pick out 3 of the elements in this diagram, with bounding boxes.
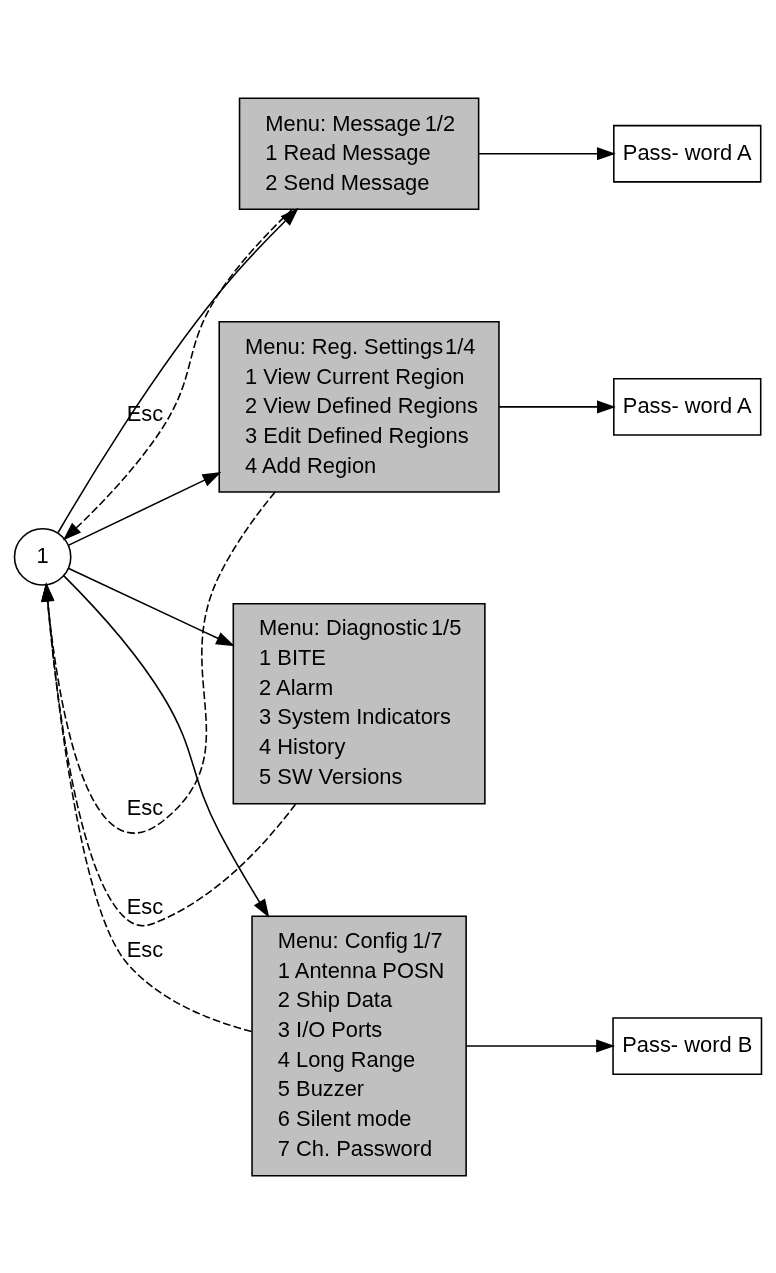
- edge-label: Esc: [126, 936, 164, 962]
- edge-label: Esc: [126, 794, 164, 820]
- edge-label: Esc: [126, 893, 164, 919]
